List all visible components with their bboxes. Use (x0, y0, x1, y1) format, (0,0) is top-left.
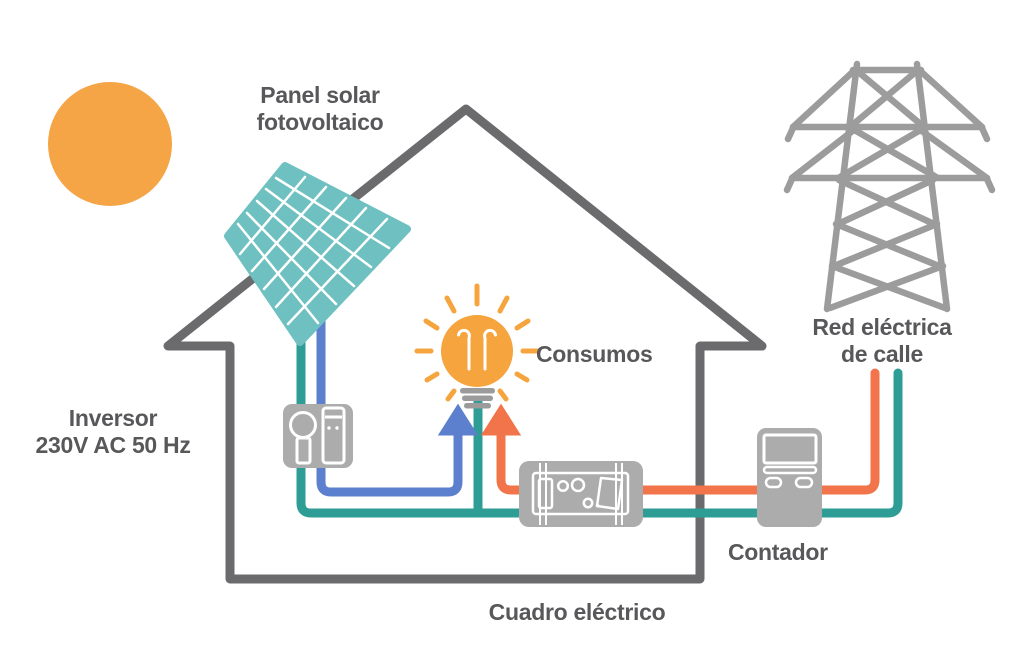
inverter-label-line2: 230V AC 50 Hz (35, 432, 191, 458)
light-bulb-icon (414, 283, 540, 409)
bulb-base (460, 388, 495, 409)
grid-label: Red eléctrica de calle (812, 314, 952, 368)
solar-panel-icon (224, 162, 411, 346)
grid-label-line1: Red eléctrica (812, 314, 952, 340)
grid-label-line2: de calle (840, 341, 923, 367)
up-arrow-icon (480, 403, 522, 436)
house-outline-icon (163, 104, 767, 584)
blue-wire (316, 311, 479, 497)
panel-label-line1: Panel solar (260, 82, 380, 108)
inverter-label-line1: Inversor (68, 405, 158, 431)
bulb-rays (414, 283, 540, 402)
breaker-box-icon (519, 461, 643, 527)
transmission-tower-icon (783, 60, 996, 313)
up-arrow-icon (437, 403, 479, 436)
inverter-label: Inversor 230V AC 50 Hz (35, 405, 190, 459)
panel-label-line2: fotovoltaico (256, 109, 384, 135)
orange-wire (480, 368, 880, 495)
inverter-icon (283, 404, 353, 468)
electric-meter-icon (757, 428, 822, 527)
bulb-filament (457, 328, 497, 371)
consumption-label: Consumos (536, 341, 653, 367)
panel-label: Panel solar fotovoltaico (257, 82, 384, 136)
sun-icon (48, 82, 172, 206)
electrical-panel-label: Cuadro eléctrico (488, 599, 666, 625)
meter-label: Contador (728, 539, 828, 565)
